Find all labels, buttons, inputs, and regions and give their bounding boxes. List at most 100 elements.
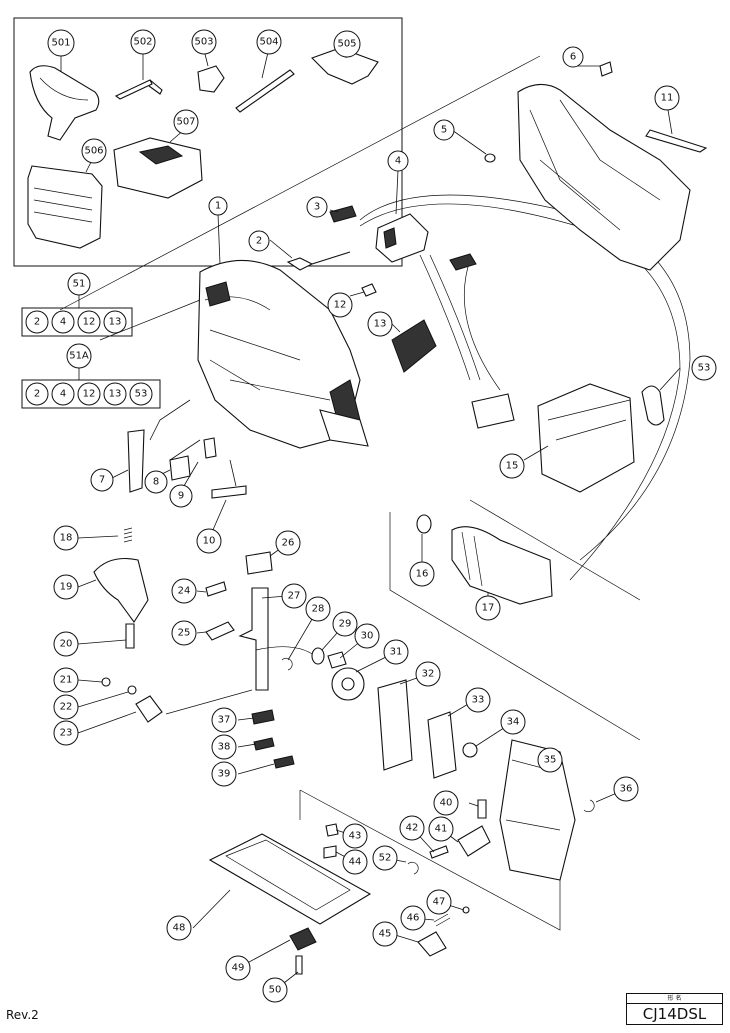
svg-text:4: 4	[60, 317, 66, 328]
svg-text:43: 43	[349, 831, 362, 842]
callout-12: 12	[327, 292, 353, 318]
set-51A-item: 12	[77, 382, 101, 406]
callout-47: 47	[426, 889, 452, 915]
svg-text:31: 31	[390, 647, 403, 658]
callout-51A: 51A	[66, 343, 92, 369]
part-22-screw	[127, 685, 137, 695]
svg-text:53: 53	[698, 363, 711, 374]
callout-7: 7	[90, 468, 114, 492]
part-26-block	[245, 551, 273, 575]
set-51A-item: 53	[129, 382, 153, 406]
svg-text:23: 23	[60, 728, 73, 739]
part-13-terminal	[391, 319, 437, 373]
callout-505: 505	[333, 30, 361, 58]
svg-text:504: 504	[259, 37, 278, 48]
svg-text:12: 12	[83, 389, 96, 400]
callout-53: 53	[691, 355, 717, 381]
part-31-gear	[331, 667, 365, 701]
svg-text:33: 33	[472, 695, 485, 706]
svg-text:25: 25	[178, 628, 191, 639]
svg-text:11: 11	[661, 93, 674, 104]
part-502-hex-key	[114, 79, 163, 100]
part-48-base	[208, 833, 372, 925]
part-23-holder	[135, 695, 163, 723]
callout-50: 50	[262, 977, 288, 1003]
part-36-ring	[583, 799, 595, 813]
callout-27: 27	[281, 583, 307, 609]
svg-text:7: 7	[99, 475, 105, 486]
svg-text:13: 13	[109, 317, 122, 328]
svg-text:51: 51	[73, 279, 86, 290]
svg-text:53: 53	[135, 389, 148, 400]
callout-9: 9	[169, 484, 193, 508]
callout-13: 13	[367, 311, 393, 337]
callout-39: 39	[211, 761, 237, 787]
part-44-nut	[323, 845, 337, 859]
callout-3: 3	[306, 196, 328, 218]
callout-506: 506	[81, 138, 107, 164]
part-housing-half	[517, 83, 691, 271]
svg-text:24: 24	[178, 586, 191, 597]
part-33-plate	[427, 711, 457, 779]
part-30-gear	[327, 651, 347, 669]
svg-text:506: 506	[84, 146, 103, 157]
part-18-spring	[123, 527, 133, 543]
svg-text:502: 502	[133, 37, 152, 48]
model-header: 形 名	[627, 994, 722, 1004]
svg-text:3: 3	[314, 202, 320, 213]
callout-22: 22	[53, 694, 79, 720]
set-51A-item: 2	[25, 382, 49, 406]
svg-text:39: 39	[218, 769, 231, 780]
svg-text:26: 26	[282, 538, 295, 549]
svg-text:27: 27	[288, 591, 301, 602]
set-51A-item: 4	[51, 382, 75, 406]
model-number: CJ14DSL	[642, 1005, 707, 1023]
callout-45: 45	[372, 921, 398, 947]
part-38-plate	[253, 737, 275, 751]
callouts: 501 502 503 504 505 506 507 1 2 3 4 5 6 …	[25, 29, 717, 1003]
svg-text:10: 10	[203, 536, 216, 547]
part-52-ring	[407, 861, 419, 875]
part-35-gear-case	[499, 739, 576, 881]
svg-text:35: 35	[544, 755, 557, 766]
callout-8: 8	[144, 470, 168, 494]
part-7-guide	[127, 429, 145, 493]
svg-text:4: 4	[60, 389, 66, 400]
part-46-spring	[433, 913, 451, 927]
svg-text:4: 4	[395, 156, 401, 167]
part-45-knob	[417, 931, 447, 957]
callout-18: 18	[53, 525, 79, 551]
callout-31: 31	[383, 639, 409, 665]
svg-text:501: 501	[51, 38, 70, 49]
part-2-light	[286, 251, 351, 271]
model-title-block: 形 名 CJ14DSL	[626, 993, 723, 1025]
callout-28: 28	[305, 596, 331, 622]
part-1-housing	[197, 259, 369, 449]
callout-1: 1	[208, 196, 228, 216]
part-503-clip	[197, 65, 225, 93]
callout-10: 10	[196, 528, 222, 554]
part-37-roller	[251, 709, 275, 725]
svg-text:507: 507	[176, 117, 195, 128]
part-9-screw	[203, 437, 217, 459]
svg-text:13: 13	[374, 319, 387, 330]
svg-text:34: 34	[507, 717, 520, 728]
svg-text:36: 36	[620, 784, 633, 795]
callout-51: 51	[67, 272, 91, 296]
callout-6: 6	[562, 46, 584, 68]
callout-507: 507	[173, 109, 199, 135]
part-507-charger	[113, 137, 203, 199]
assembly-lines	[59, 55, 561, 931]
set-51A-box	[21, 379, 161, 409]
svg-text:50: 50	[269, 985, 282, 996]
part-506-carrying-case	[27, 165, 103, 249]
callout-38: 38	[211, 734, 237, 760]
svg-text:2: 2	[34, 389, 40, 400]
svg-text:5: 5	[441, 125, 447, 136]
svg-text:21: 21	[60, 675, 73, 686]
svg-text:1: 1	[215, 201, 221, 212]
svg-text:505: 505	[337, 39, 356, 50]
set-51-item: 13	[103, 310, 127, 334]
svg-text:42: 42	[406, 823, 419, 834]
